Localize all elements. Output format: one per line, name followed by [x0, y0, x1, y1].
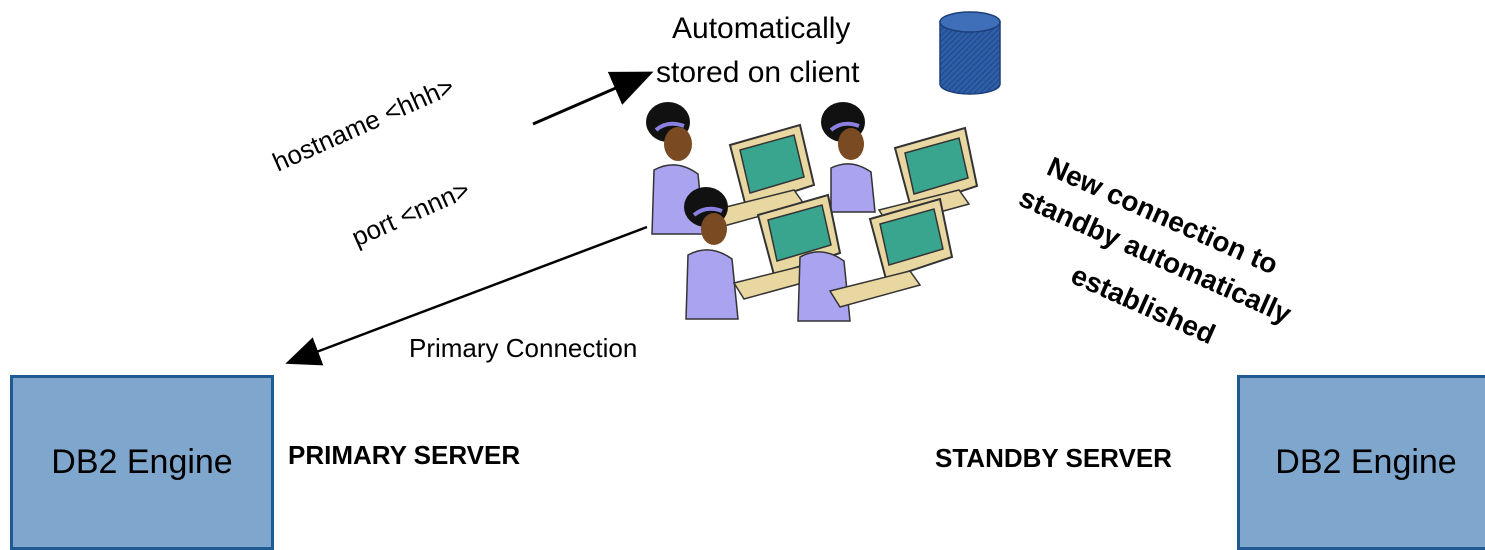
- client-note-line1: Automatically: [672, 12, 851, 45]
- users-at-computers-icon: [646, 102, 979, 322]
- client-workstation-4: [797, 197, 954, 322]
- client-workstation-1: [646, 102, 816, 235]
- primary-connection-label: Primary Connection: [409, 333, 638, 363]
- primary-engine-label: DB2 Engine: [51, 443, 233, 481]
- arrow-primary-connection: [285, 225, 648, 366]
- standby-db2-engine-box: DB2 Engine: [1237, 375, 1485, 550]
- client-workstation-2: [821, 102, 979, 227]
- primary-db2-engine-box: DB2 Engine: [10, 375, 274, 550]
- standby-server-label: STANDBY SERVER: [935, 443, 1172, 473]
- primary-server-label: PRIMARY SERVER: [288, 440, 521, 470]
- arrow-to-client-storage: [532, 71, 654, 126]
- database-cylinder-icon: [939, 11, 1001, 95]
- standby-engine-label: DB2 Engine: [1275, 443, 1457, 481]
- client-note-line2: stored on client: [656, 56, 860, 89]
